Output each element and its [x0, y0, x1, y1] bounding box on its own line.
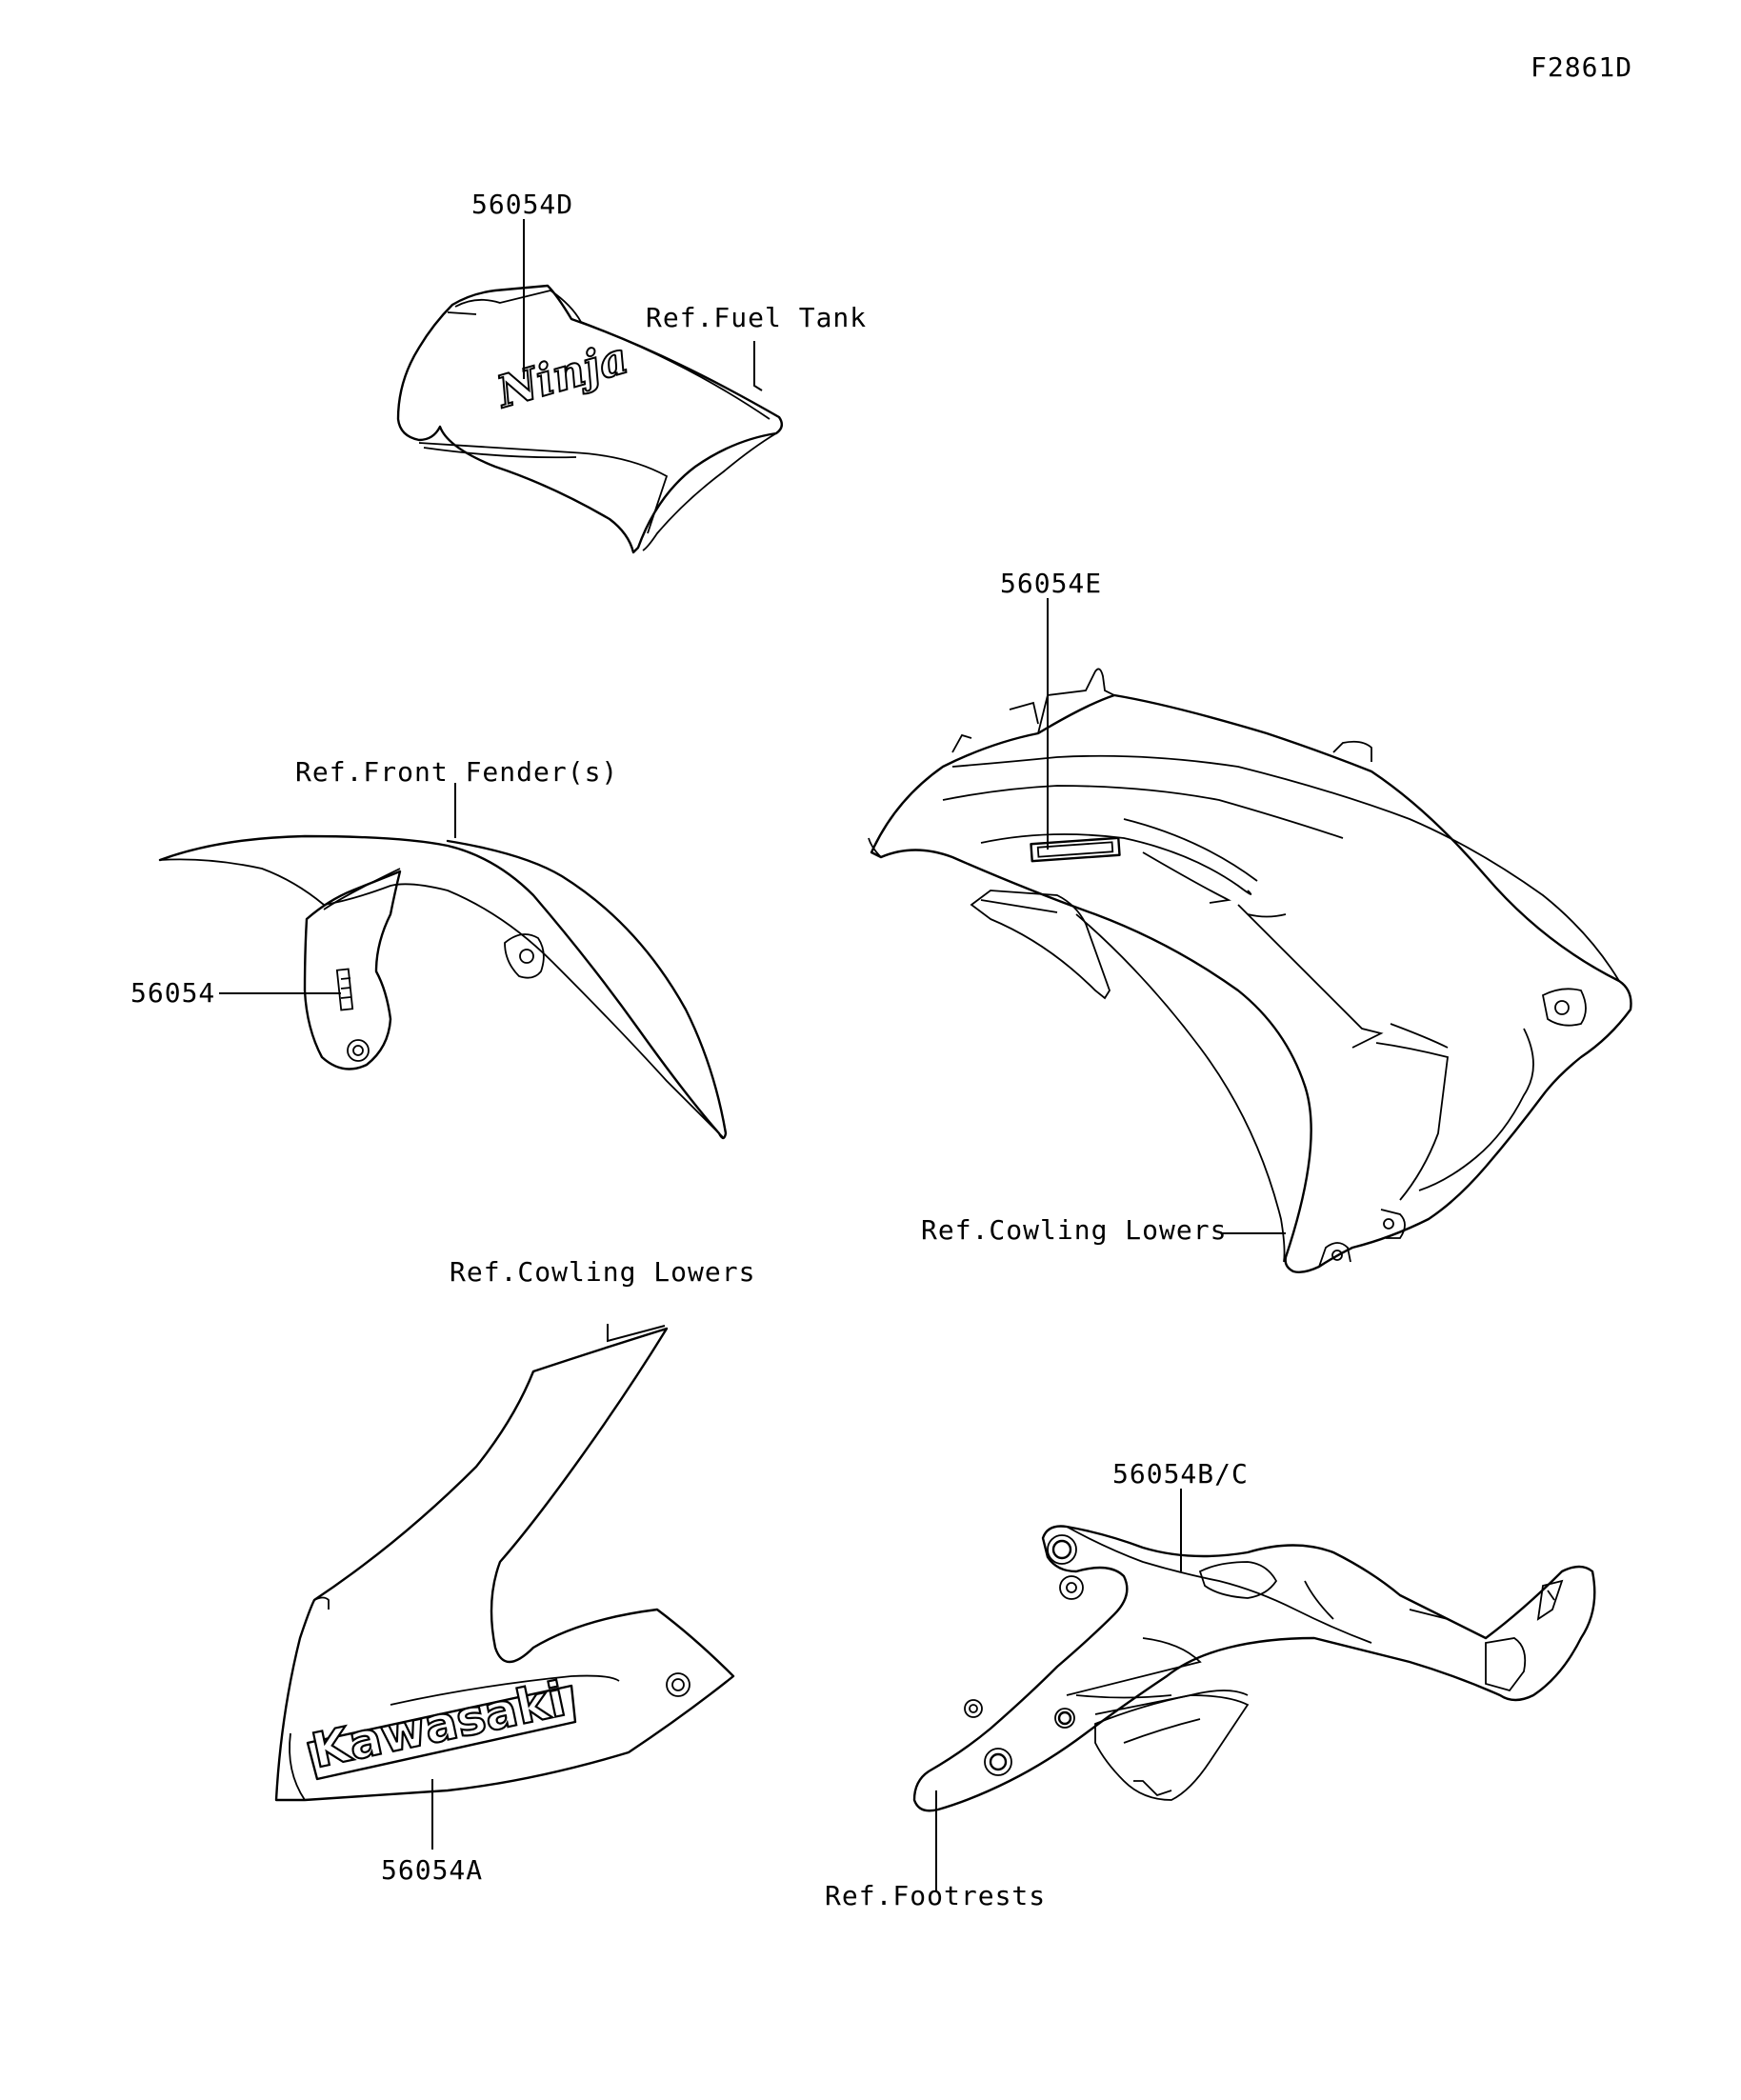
part-number-56054bc: 56054B/C: [1112, 1458, 1249, 1490]
cowling-lower-right-drawing: [868, 668, 1632, 1274]
part-number-56054e: 56054E: [1000, 568, 1103, 599]
ref-fuel-tank-label: Ref.Fuel Tank: [646, 302, 868, 333]
ref-front-fender-label: Ref.Front Fender(s): [295, 756, 619, 788]
part-number-56054a: 56054A: [381, 1854, 484, 1886]
ninja-decal-text: Ninja: [490, 331, 633, 418]
part-number-56054d: 56054D: [471, 189, 574, 220]
front-fender-drawing: [158, 834, 728, 1140]
part-number-56054: 56054: [130, 977, 216, 1009]
ref-footrests-label: Ref.Footrests: [825, 1880, 1047, 1911]
kawasaki-decal-text: Kawasaki: [307, 1671, 570, 1779]
cowling-model-badge: [1030, 836, 1121, 863]
fender-decal: [335, 968, 354, 1011]
figure-code: F2861D: [1531, 51, 1633, 83]
ref-cowling-lowers-right-label: Ref.Cowling Lowers: [921, 1214, 1228, 1246]
cowling-lower-left-drawing: Kawasaki: [274, 1327, 735, 1802]
leader-lines: [219, 219, 1286, 1890]
footrest-bracket-drawing: [912, 1525, 1596, 1812]
ninja-decal: Ninja: [489, 330, 634, 419]
ref-cowling-lowers-left-label: Ref.Cowling Lowers: [450, 1256, 756, 1288]
kawasaki-decal: Kawasaki: [306, 1670, 570, 1780]
